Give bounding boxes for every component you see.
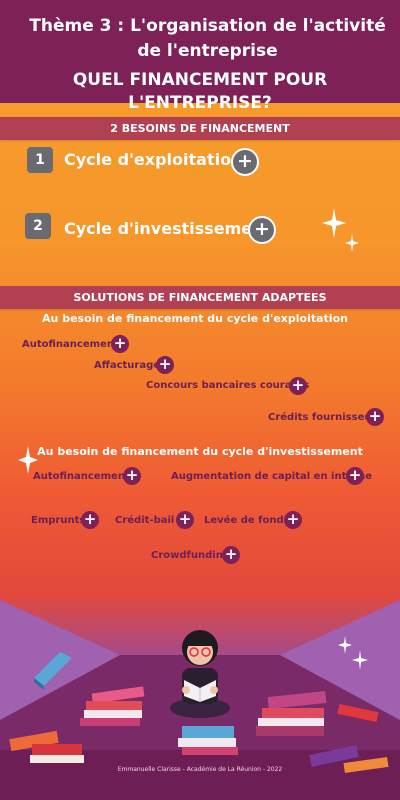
theme-title: Thème 3 : L'organisation de l'activité d… xyxy=(29,16,386,61)
plus-icon[interactable]: + xyxy=(289,377,307,395)
plus-icon[interactable]: + xyxy=(111,335,129,353)
item-autofinancement-exploitation: Autofinancement xyxy=(22,339,119,350)
cycle-number-2: 2 xyxy=(25,213,51,239)
book-icon xyxy=(178,726,238,755)
plus-icon[interactable]: + xyxy=(284,511,302,529)
cycle-number-1: 1 xyxy=(27,147,53,173)
sparkle-icon xyxy=(338,636,352,654)
plus-icon[interactable]: + xyxy=(123,467,141,485)
plus-icon[interactable]: + xyxy=(176,511,194,529)
cycle-label-investissement: Cycle d'investissement xyxy=(64,219,272,238)
exploitation-heading: Au besoin de financement du cycle d'expl… xyxy=(42,312,348,325)
book-icon xyxy=(256,691,327,736)
footer-credit: Emmanuelle Clarisse - Académie de La Réu… xyxy=(117,766,283,773)
cycle-label-exploitation: Cycle d'exploitation xyxy=(64,150,243,169)
main-title: QUEL FINANCEMENT POUR xyxy=(72,70,328,90)
expand-exploitation-plus-icon[interactable]: + xyxy=(231,148,259,176)
bottom-illustration xyxy=(0,600,400,800)
sparkle-icon xyxy=(352,650,368,670)
item-affacturage: Affacturage xyxy=(94,360,161,371)
plus-icon[interactable]: + xyxy=(156,356,174,374)
item-emprunts: Emprunts xyxy=(31,515,86,526)
header-banner: Thème 3 : L'organisation de l'activité d… xyxy=(0,0,400,103)
plus-icon[interactable]: + xyxy=(222,546,240,564)
item-autofinancement-investissement: Autofinancement xyxy=(33,471,130,482)
book-icon xyxy=(309,703,389,774)
sparkle-icon xyxy=(322,208,359,252)
item-credit-bail: Crédit-bail xyxy=(115,515,175,526)
item-augmentation-capital: Augmentation de capital en interne xyxy=(171,471,372,482)
main-title-continued: L'ENTREPRISE? xyxy=(128,93,272,113)
plus-icon[interactable]: + xyxy=(346,467,364,485)
item-concours-bancaires: Concours bancaires courants xyxy=(146,380,310,391)
solutions-band: SOLUTIONS DE FINANCEMENT ADAPTEES xyxy=(0,286,400,309)
book-icon xyxy=(34,652,72,690)
needs-band: 2 BESOINS DE FINANCEMENT xyxy=(0,117,400,140)
expand-investissement-plus-icon[interactable]: + xyxy=(248,216,276,244)
book-icon xyxy=(9,730,84,763)
item-crowdfunding: Crowdfunding xyxy=(151,550,230,561)
reading-girl-illustration xyxy=(170,630,230,718)
investissement-heading: Au besoin de financement du cycle d'inve… xyxy=(37,445,363,458)
item-credits-fournisseurs: Crédits fournisseurs xyxy=(268,412,383,423)
sparkle-icon xyxy=(18,446,38,474)
plus-icon[interactable]: + xyxy=(81,511,99,529)
plus-icon[interactable]: + xyxy=(366,408,384,426)
item-levee-de-fonds: Levée de fonds xyxy=(204,515,290,526)
book-icon xyxy=(80,686,145,726)
